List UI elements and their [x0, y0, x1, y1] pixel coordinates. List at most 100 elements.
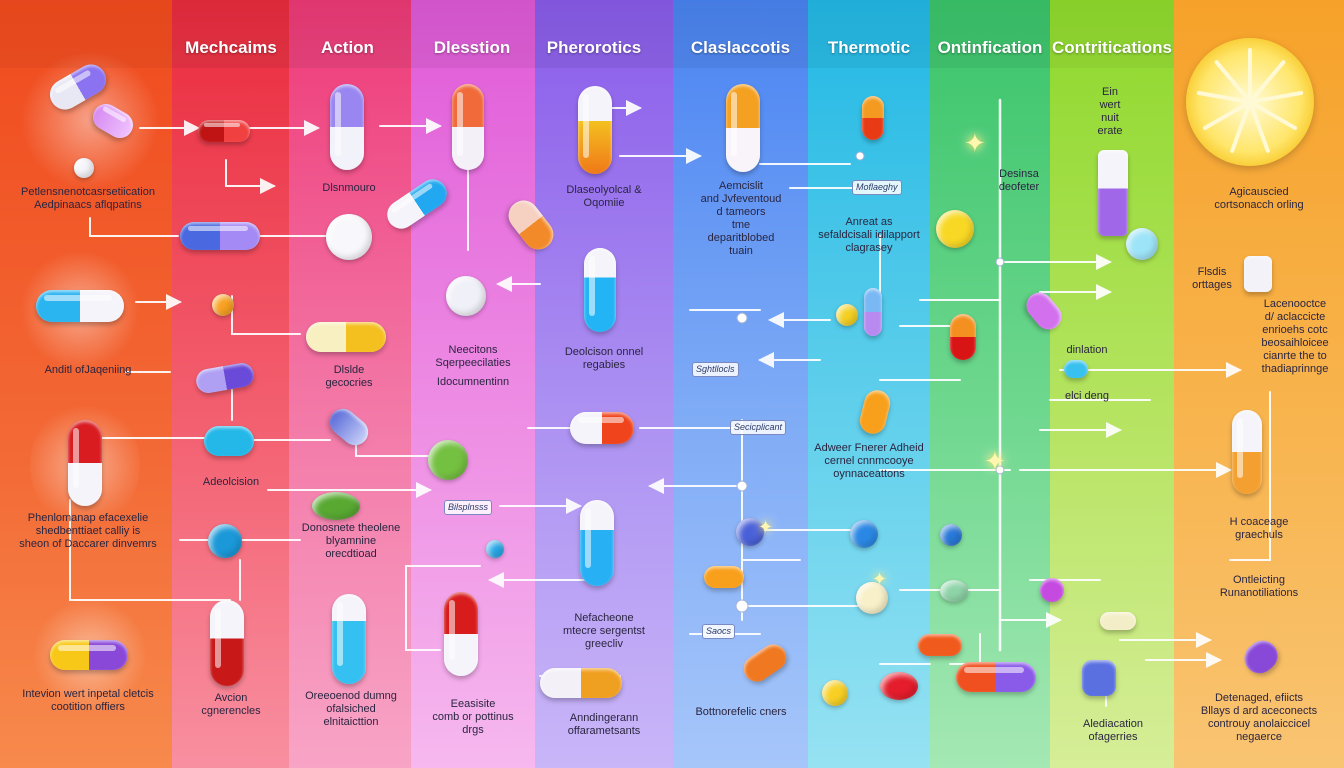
- leaf-tablet: [312, 492, 360, 520]
- round-tablet: [212, 294, 234, 316]
- capsule-pill: [36, 290, 124, 322]
- capsule-pill: [950, 314, 976, 360]
- capsule-pill: [1064, 360, 1088, 378]
- node-label: Adweer Fnerer Adheid cernel cnnmcooye oy…: [814, 442, 924, 480]
- capsule-pill: [180, 222, 260, 250]
- node-label: Oreeoenod dumng ofalsiched elnitaicttion: [305, 690, 397, 728]
- capsule-pill: [198, 120, 250, 142]
- node-label: Petlensnenotcasrsetiication Aedpinaacs a…: [21, 186, 155, 211]
- node-tag: Saocs: [702, 624, 736, 639]
- round-tablet: [208, 524, 242, 558]
- node-tag: Bilsplnsss: [444, 500, 493, 515]
- round-tablet: [736, 518, 764, 546]
- node-label: Flsdis orttages: [1192, 266, 1232, 291]
- lemon-slice-icon: [1186, 38, 1314, 166]
- round-tablet: [836, 304, 858, 326]
- node-label: Deolcison onnel regabies: [564, 346, 644, 371]
- capsule-pill: [580, 500, 614, 586]
- capsule-pill: [956, 662, 1036, 692]
- round-tablet: [850, 520, 878, 548]
- sparkle-icon: ✦: [872, 569, 888, 589]
- capsule-pill: [864, 288, 882, 336]
- capsule-pill: [330, 84, 364, 170]
- node-label: Avcion cgnerencles: [201, 692, 261, 717]
- node-label: Ein wert nuit erate: [1097, 86, 1123, 137]
- node-label: Anditl ofJaqeniing: [44, 364, 132, 376]
- capsule-pill: [1100, 612, 1136, 630]
- column-header-ontinfication: Ontinfication: [937, 38, 1043, 57]
- sparkle-icon: ✦: [964, 128, 986, 158]
- capsule-pill: [1232, 410, 1262, 494]
- node-label: Detenaged, efiicts Bllays d ard aceconec…: [1200, 692, 1318, 743]
- capsule-pill: [726, 84, 760, 172]
- capsule-pill: [862, 96, 884, 140]
- node-label: Dlsnmouro: [322, 182, 376, 194]
- node-label: Desinsa deofeter: [998, 168, 1040, 193]
- node-label: Nefacheone mtecre sergentst greecliv: [563, 612, 645, 650]
- node-label: Neecitons Sqerpeecilaties: [435, 344, 511, 369]
- node-label: Phenlomanap efacexelie shedbenttiaet cal…: [19, 512, 157, 550]
- round-tablet: [940, 524, 962, 546]
- capsule-pill: [578, 86, 612, 174]
- capsule-pill: [704, 566, 744, 588]
- sparkle-icon: ✦: [758, 517, 774, 537]
- node-label: Bottnorefelic cners: [695, 706, 787, 718]
- capsule-pill: [444, 592, 478, 676]
- node-tag: Secicplicant: [730, 420, 787, 435]
- node-label: Ontleicting Runanotiliations: [1219, 574, 1299, 599]
- round-tablet: [486, 540, 504, 558]
- round-tablet: [1126, 228, 1158, 260]
- round-tablet: [74, 158, 94, 178]
- vial: [1244, 256, 1272, 292]
- node-tag: Moflaeghy: [852, 180, 902, 195]
- column-header-pherorotics: Pherorotics: [546, 38, 642, 57]
- column-header-mechanisms: Mechcaims: [185, 38, 277, 57]
- column-header-dlesstion: Dlesstion: [433, 38, 511, 57]
- capsule-pill: [1082, 660, 1116, 696]
- round-tablet: [822, 680, 848, 706]
- column-header-contritications: Contritications: [1052, 38, 1172, 57]
- node-label: elci deng: [1064, 390, 1110, 402]
- capsule-pill: [584, 248, 616, 332]
- sparkle-icon: ✦: [984, 446, 1006, 476]
- round-tablet: [940, 580, 968, 602]
- round-tablet: [880, 672, 918, 700]
- leaf-tablet: [428, 440, 468, 480]
- capsule-pill: [570, 412, 634, 444]
- capsule-pill: [1040, 578, 1064, 602]
- node-label: Alediacation ofagerries: [1083, 718, 1143, 743]
- magnifier-dish: [446, 276, 486, 316]
- node-label: Donosnete theolene blyamnine orecdtioad: [301, 522, 401, 560]
- node-label: Eeasisite comb or pottinus drgs: [432, 698, 514, 736]
- node-label: Anreat as sefaldcisali idilapport clagra…: [818, 216, 920, 254]
- node-label: Lacenooctce d/ aclaccicte enrioehs cotc …: [1261, 298, 1329, 375]
- vial: [1098, 150, 1128, 236]
- node-label: Anndingerann offarametsants: [567, 712, 641, 737]
- node-label: Dlaseolyolcal & Oqomiie: [566, 184, 642, 209]
- node-label: dinlation: [1066, 344, 1108, 356]
- node-label: Dlslde gecocries: [325, 364, 373, 389]
- node-label: H coaceage graechuls: [1229, 516, 1289, 541]
- node-label: Idocumnentinn: [436, 376, 510, 388]
- node-label: Agicauscied cortsonacch orling: [1214, 186, 1304, 211]
- capsule-pill: [204, 426, 254, 456]
- capsule-pill: [210, 600, 244, 686]
- node-label: Intevion wert inpetal cletcis cootition …: [22, 688, 154, 713]
- node-label: Aemcislit and Jvfeventoud d tameors tme …: [700, 180, 782, 257]
- node-label: Adeolcision: [202, 476, 260, 488]
- round-tablet: [326, 214, 372, 260]
- column-header-claslaccotis: Claslaccotis: [690, 38, 791, 57]
- column-header-action: Action: [321, 38, 374, 57]
- capsule-pill: [50, 640, 128, 670]
- capsule-pill: [332, 594, 366, 684]
- capsule-pill: [68, 420, 102, 506]
- column-header-thermotic: Thermotic: [827, 38, 911, 57]
- round-tablet: [936, 210, 974, 248]
- capsule-pill: [452, 84, 484, 170]
- round-tablet: [856, 582, 888, 614]
- node-tag: Sghtllocls: [692, 362, 739, 377]
- capsule-pill: [918, 634, 962, 656]
- capsule-pill: [306, 322, 386, 352]
- capsule-pill: [540, 668, 622, 698]
